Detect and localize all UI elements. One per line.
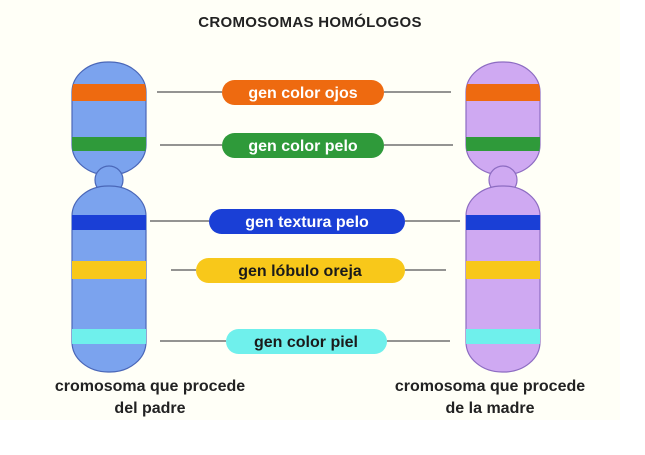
gene-label-color-pelo: gen color pelo [248, 138, 358, 155]
father-band-lobulo-oreja [72, 261, 146, 279]
gene-pill-lobulo-oreja: gen lóbulo oreja [196, 258, 405, 283]
mother-caption: cromosoma que procede de la madre [340, 376, 640, 420]
gene-pill-color-pelo: gen color pelo [222, 133, 384, 158]
father-band-color-ojos [72, 84, 146, 101]
mother-caption-line1: cromosoma que procede [394, 378, 586, 395]
father-band-color-piel [72, 329, 146, 344]
father-band-textura-pelo [72, 215, 146, 230]
gene-pill-color-piel: gen color piel [226, 329, 387, 354]
father-chromosome [71, 61, 147, 373]
gene-label-lobulo-oreja: gen lóbulo oreja [238, 263, 362, 280]
connector-lines [150, 91, 460, 342]
mother-arm-top [465, 61, 541, 176]
gene-pill-color-ojos: gen color ojos [222, 80, 384, 105]
gene-label-color-ojos: gen color ojos [248, 85, 357, 102]
mother-band-color-piel [466, 329, 540, 344]
diagram-title: CROMOSOMAS HOMÓLOGOS [198, 14, 422, 31]
mother-caption-line2: de la madre [445, 400, 535, 417]
father-band-color-pelo [72, 137, 146, 151]
father-arm-top [71, 61, 147, 176]
father-caption-line2: del padre [114, 400, 186, 417]
mother-band-lobulo-oreja [466, 261, 540, 279]
mother-chromosome [465, 61, 541, 373]
mother-band-textura-pelo [466, 215, 540, 230]
father-caption-line1: cromosoma que procede [54, 378, 246, 395]
father-caption: cromosoma que procede del padre [0, 376, 300, 420]
mother-band-color-ojos [466, 84, 540, 101]
gene-label-textura-pelo: gen textura pelo [245, 214, 369, 231]
gene-label-color-piel: gen color piel [254, 334, 358, 351]
mother-band-color-pelo [466, 137, 540, 151]
gene-pill-textura-pelo: gen textura pelo [209, 209, 405, 234]
